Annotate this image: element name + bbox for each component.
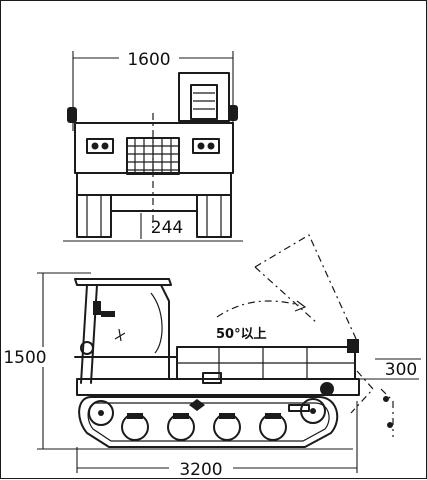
height-dimension-label: 1500 xyxy=(3,348,46,368)
headlight-lamp xyxy=(207,142,215,150)
rear-light-icon xyxy=(320,382,334,396)
raised-bed-outline xyxy=(254,266,318,324)
mirror-left-icon xyxy=(67,107,77,123)
side-view: 1500 50°以上 300 xyxy=(3,234,421,480)
seat-frame xyxy=(178,72,230,122)
headlight-lamp xyxy=(197,142,205,150)
chassis xyxy=(76,378,360,396)
raised-bed-outline xyxy=(254,234,358,342)
headlight-lamp xyxy=(101,142,109,150)
pivot-point xyxy=(387,422,393,428)
tailgate-latch-icon xyxy=(347,339,359,353)
length-dimension-label: 3200 xyxy=(179,460,222,480)
canopy-post-front xyxy=(80,284,88,384)
seat-outline xyxy=(150,292,163,354)
track-right xyxy=(196,194,232,238)
wheel-hub xyxy=(265,413,281,419)
seat-back xyxy=(190,84,218,120)
wheel-hub xyxy=(173,413,189,419)
mirror-right-icon xyxy=(228,105,238,121)
canopy-roof xyxy=(74,278,172,286)
wheel-hub xyxy=(219,413,235,419)
lower-body xyxy=(76,172,232,196)
track-marker xyxy=(189,399,205,411)
track-gap-dimension-label: 244 xyxy=(151,218,183,238)
crawler-track xyxy=(78,396,339,448)
wheel-hub xyxy=(127,413,143,419)
lever-icon xyxy=(114,328,126,342)
dump-angle-label: 50°以上 xyxy=(216,327,267,342)
headlight-lamp xyxy=(91,142,99,150)
track-bracket xyxy=(288,404,310,412)
dump-angle-arc xyxy=(216,300,300,318)
dump-arrow-icon xyxy=(294,300,307,312)
raised-bed-outline xyxy=(350,370,374,414)
canopy-post-inner xyxy=(90,284,98,384)
width-dimension-label: 1600 xyxy=(127,50,170,70)
chassis-block xyxy=(202,372,222,384)
track-left xyxy=(76,194,112,238)
pivot-point xyxy=(383,396,389,402)
canopy-post-rear xyxy=(160,284,170,380)
axle xyxy=(98,410,104,416)
axle xyxy=(310,408,316,414)
steering-hub-icon xyxy=(80,341,94,355)
headlight-left-icon xyxy=(86,138,114,154)
front-view: 1600 xyxy=(63,50,243,242)
dump-clearance-label: 300 xyxy=(385,360,417,380)
headlight-right-icon xyxy=(192,138,220,154)
control-block xyxy=(101,311,115,317)
drive-sprocket-icon xyxy=(88,400,114,426)
control-block xyxy=(93,301,101,315)
